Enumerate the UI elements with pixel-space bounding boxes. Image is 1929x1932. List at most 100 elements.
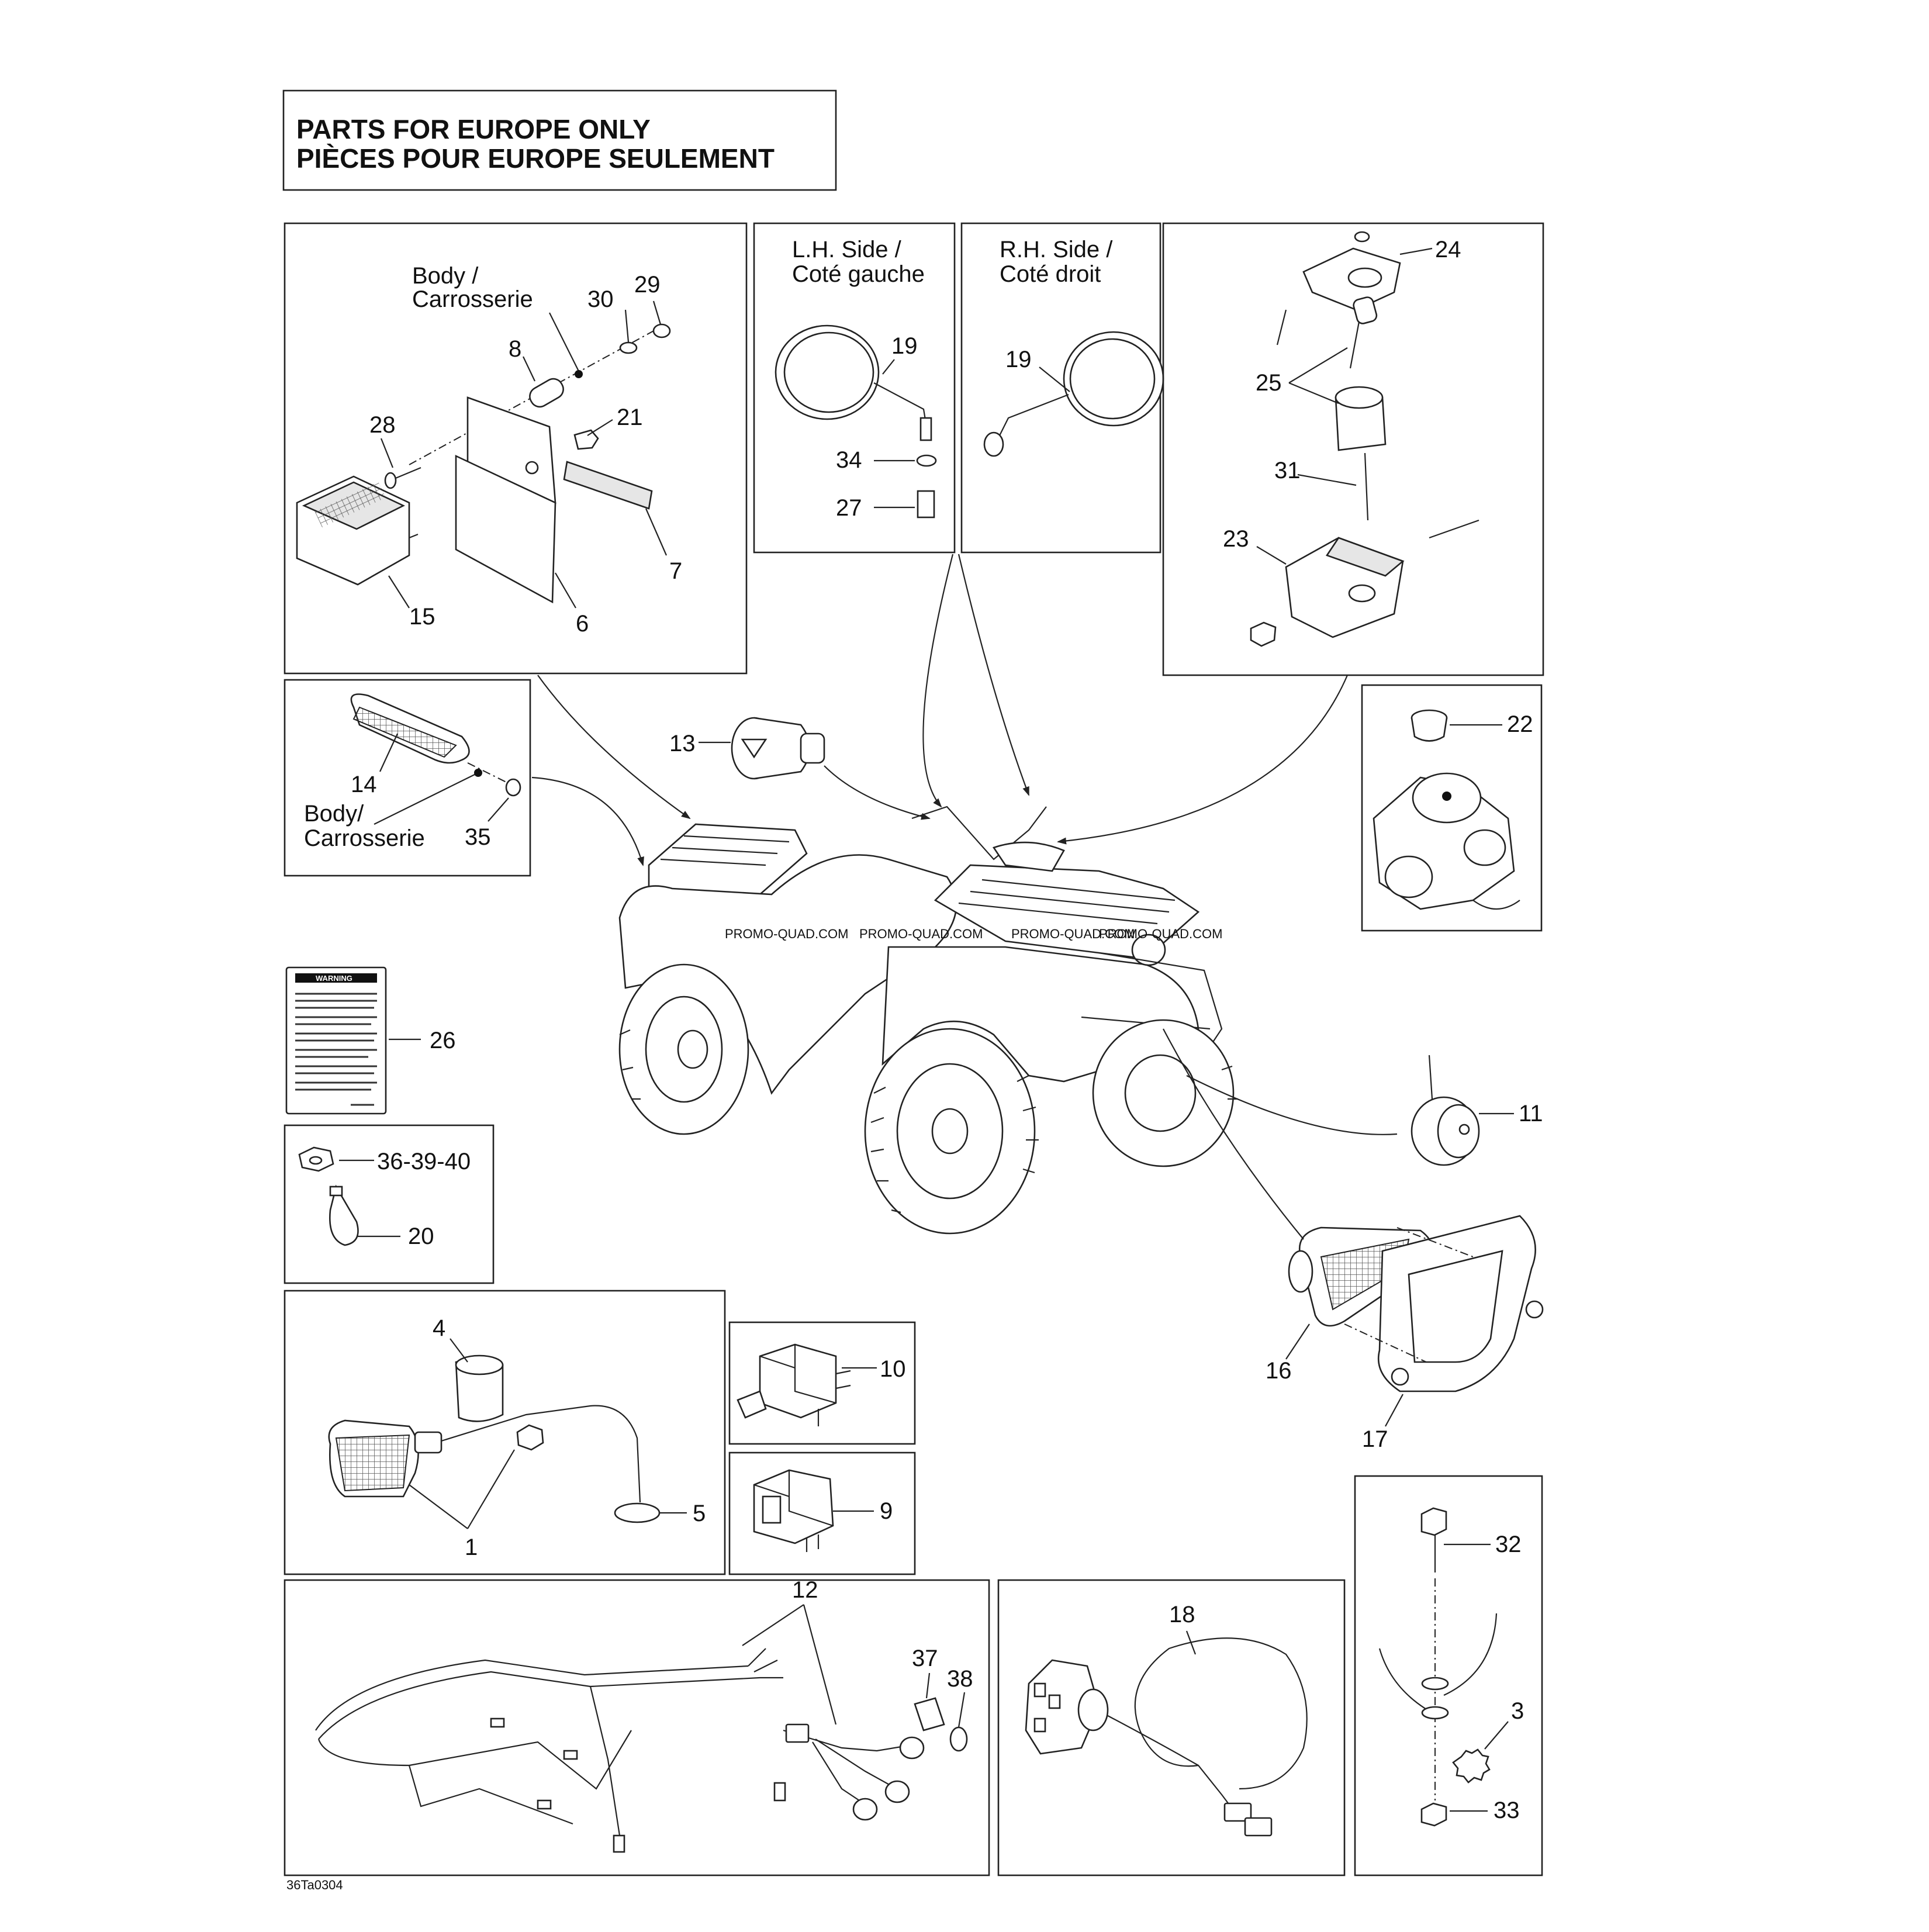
callout-13: 13 [669, 731, 696, 756]
callout-28: 28 [369, 412, 396, 438]
relay [737, 1343, 851, 1426]
spacer-part [529, 378, 564, 408]
panel-carburetor: 22 [1361, 684, 1543, 932]
panel-switch: 18 [997, 1579, 1346, 1876]
carburetor [1373, 772, 1520, 910]
ignition-cover [1285, 537, 1405, 638]
horn: 11 [1411, 1055, 1543, 1166]
cap-part [1411, 709, 1448, 742]
panel-ignition: 24 25 31 23 [1162, 222, 1544, 676]
panel-rh-mirror: R.H. Side / Coté droit 19 [960, 222, 1164, 554]
gasket-part [614, 1502, 661, 1523]
reference-arrows [531, 554, 1398, 1240]
panel-nut-tie: 36-39-40 20 [284, 1124, 495, 1284]
watermark-4: PROMO-QUAD.COM [1099, 927, 1222, 941]
turn-signal-lamp [328, 1419, 443, 1498]
ground-nut [1420, 1802, 1447, 1827]
lock-washer [1452, 1748, 1491, 1784]
callout-27: 27 [836, 495, 862, 521]
rh-side-line-1: R.H. Side / [1000, 237, 1113, 262]
hazard-switch: 13 [669, 717, 825, 780]
callout-11: 11 [1519, 1101, 1543, 1126]
o-ring [949, 1726, 968, 1752]
title-line-2: PIÈCES POUR EUROPE SEULEMENT [296, 143, 775, 174]
switch-connectors [1223, 1802, 1273, 1837]
plate-bracket [455, 396, 556, 604]
screw-part [1276, 309, 1287, 345]
panel-license-plate: Body / Carrosserie [284, 222, 748, 675]
ignition-bracket [1302, 247, 1401, 311]
callout-35: 35 [465, 824, 491, 850]
callout-31: 31 [1274, 458, 1301, 483]
seal-plate [914, 1697, 945, 1731]
warning-heading: WARNING [316, 974, 352, 983]
right-mirror [983, 331, 1164, 457]
callout-37: 37 [912, 1646, 938, 1671]
washer-part [916, 454, 937, 467]
title-box: PARTS FOR EUROPE ONLY PIÈCES POUR EUROPE… [282, 89, 837, 191]
cover-nut [1250, 621, 1277, 647]
callout-21: 21 [617, 405, 643, 430]
signal-nut [516, 1424, 544, 1451]
grommet-part [455, 1354, 504, 1422]
side-reflector [350, 693, 470, 764]
callout-19-left: 19 [891, 333, 918, 359]
left-mirror [775, 324, 932, 441]
body-label-line-1: Body / [412, 263, 479, 289]
watermark-1: PROMO-QUAD.COM [725, 927, 848, 941]
panel-relay: 10 [728, 1321, 916, 1445]
callout-5: 5 [693, 1501, 706, 1526]
key-part [1349, 296, 1378, 369]
callout-20: 20 [408, 1224, 434, 1249]
panel-harness: 12 37 38 [284, 1577, 990, 1876]
callout-9: 9 [880, 1498, 893, 1524]
headlight-bezel: 17 [1362, 1215, 1544, 1452]
callout-7: 7 [669, 558, 682, 584]
callout-10: 10 [880, 1356, 906, 1382]
title-line-1: PARTS FOR EUROPE ONLY [296, 114, 651, 144]
callout-25: 25 [1256, 370, 1282, 396]
callout-1: 1 [465, 1534, 478, 1560]
lh-side-line-1: L.H. Side / [792, 237, 902, 262]
callout-3: 3 [1511, 1698, 1524, 1724]
cable-tie [329, 1184, 359, 1246]
panel-ground: 32 3 33 [1354, 1475, 1543, 1876]
body-label-line-2: Carrosserie [412, 286, 533, 312]
lh-side-line-2: Coté gauche [792, 261, 925, 287]
body-label-2-line-1: Body/ [304, 801, 364, 827]
tail-light [296, 475, 419, 586]
callout-38: 38 [947, 1666, 973, 1692]
wiring-harness [315, 1648, 786, 1853]
callout-14: 14 [351, 772, 377, 797]
callout-36-39-40: 36-39-40 [377, 1149, 471, 1174]
nut-part [573, 429, 599, 450]
panel-turn-signal: 4 5 1 [284, 1290, 726, 1575]
adapter-part [917, 490, 935, 519]
body-label-2-line-2: Carrosserie [304, 825, 425, 851]
callout-26: 26 [430, 1028, 456, 1053]
warning-decal: WARNING 26 [285, 966, 456, 1115]
callout-29: 29 [634, 272, 661, 298]
callout-18: 18 [1169, 1602, 1195, 1627]
watermark-2: PROMO-QUAD.COM [859, 927, 983, 941]
flasher-unit [753, 1469, 834, 1552]
panel-flasher: 9 [728, 1451, 916, 1575]
callout-17: 17 [1362, 1426, 1388, 1452]
rh-side-line-2: Coté droit [1000, 261, 1101, 287]
figure-code: 36Ta0304 [286, 1878, 343, 1892]
callout-30: 30 [587, 286, 614, 312]
atv-vehicle: PROMO-QUAD.COM PROMO-QUAD.COM PROMO-QUAD… [618, 806, 1238, 1235]
connector-harness [783, 1723, 925, 1821]
callout-12: 12 [792, 1577, 818, 1603]
callout-34: 34 [836, 447, 862, 473]
watermark-3: PROMO-QUAD.COM [1011, 927, 1135, 941]
callout-16: 16 [1266, 1358, 1292, 1384]
callout-32: 32 [1495, 1532, 1522, 1557]
callout-33: 33 [1494, 1798, 1520, 1823]
bolt-part [384, 466, 421, 489]
callout-24: 24 [1435, 237, 1461, 262]
pin-part [1364, 452, 1369, 521]
callout-15: 15 [409, 604, 435, 630]
callout-4: 4 [433, 1315, 445, 1341]
